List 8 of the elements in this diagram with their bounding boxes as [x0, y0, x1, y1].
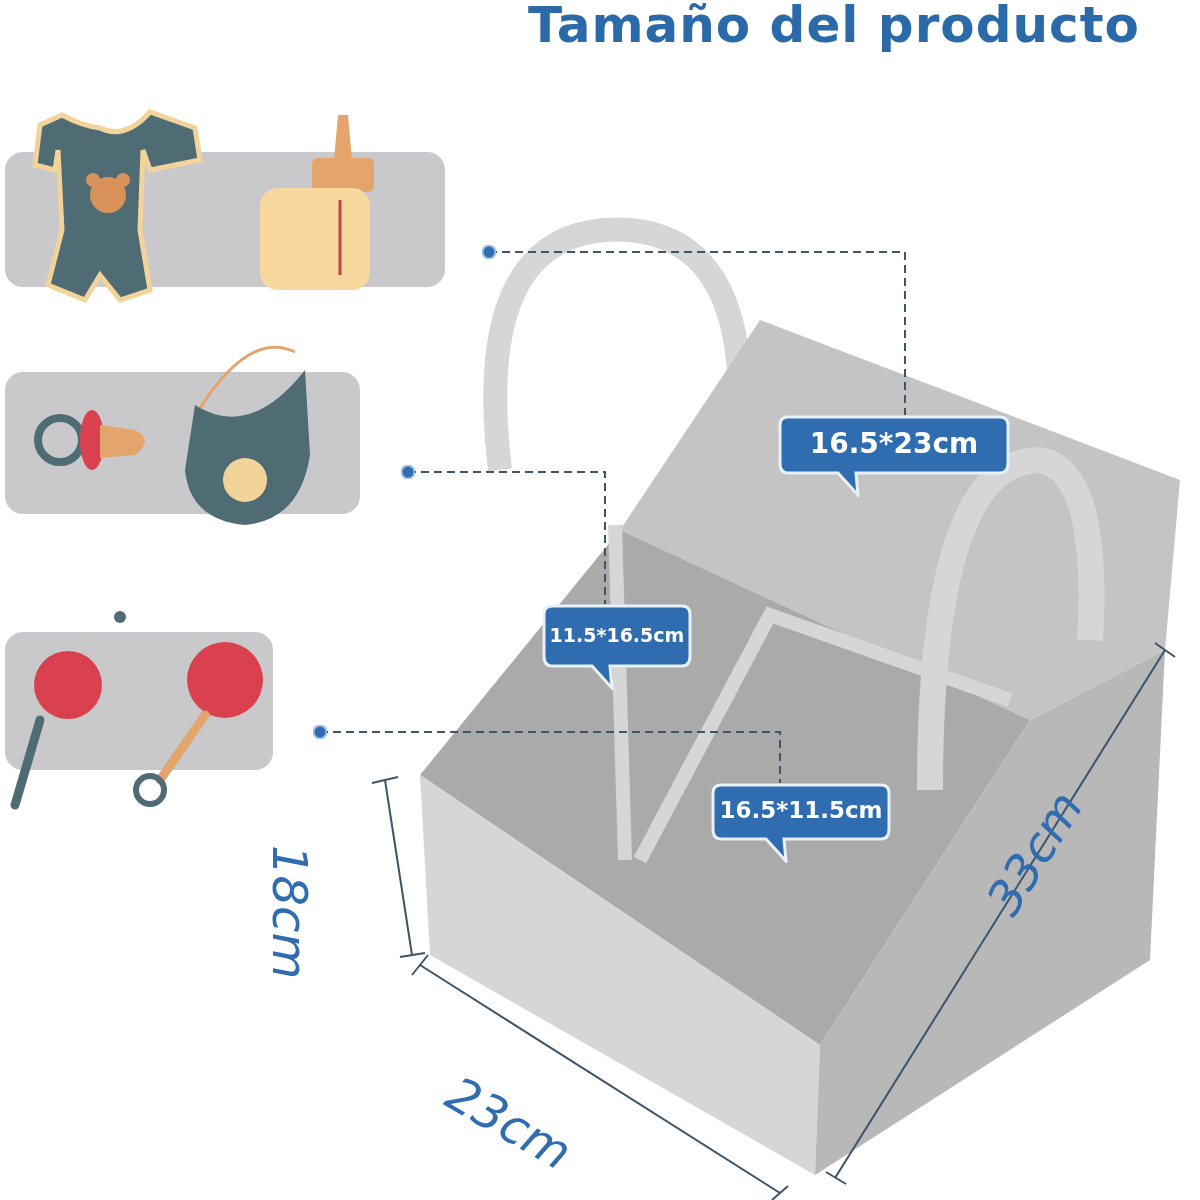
callout-bubble: 16.5*11.5cm [711, 783, 891, 863]
leader-line [400, 464, 606, 605]
callout-bubble: 11.5*16.5cm [542, 604, 692, 690]
title: Tamaño del producto [528, 0, 1140, 54]
leader-line [481, 244, 906, 416]
leader-line [312, 724, 781, 784]
callout-bubble: 16.5*23cm [778, 415, 1010, 497]
dimension-label: 18cm [262, 845, 318, 980]
